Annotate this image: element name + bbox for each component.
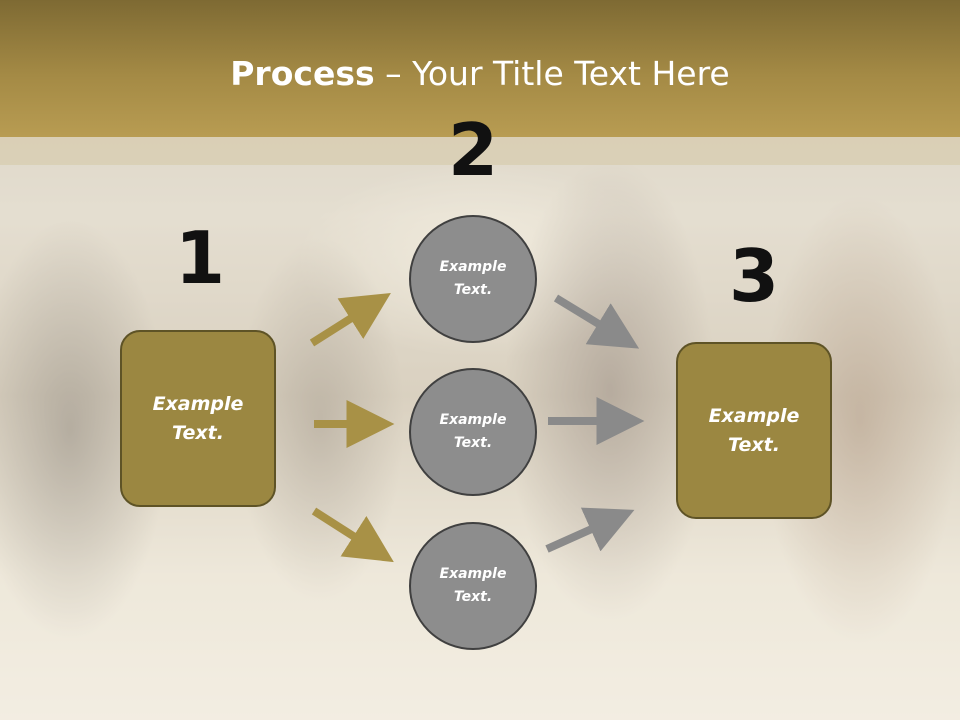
step-number-1: 1 <box>174 216 226 300</box>
slide-title-bold: Process <box>230 54 375 93</box>
circle-node-top-label: Example Text. <box>439 259 507 298</box>
arrow-left-to-top <box>309 293 391 347</box>
circle-node-top[interactable]: Example Text. <box>409 215 537 343</box>
right-process-box[interactable]: Example Text. <box>676 342 832 519</box>
arrow-left-to-bottom <box>311 507 394 563</box>
title-bar <box>0 0 960 137</box>
circle-node-bottom[interactable]: Example Text. <box>409 522 537 650</box>
left-process-box-label: Example Text. <box>152 392 244 444</box>
circle-node-middle-label: Example Text. <box>439 412 507 451</box>
title-bar-shadow <box>0 137 960 165</box>
circle-node-middle[interactable]: Example Text. <box>409 368 537 496</box>
step-number-2: 2 <box>447 108 499 192</box>
right-process-box-label: Example Text. <box>708 404 800 456</box>
left-process-box[interactable]: Example Text. <box>120 330 276 507</box>
slide-title-rest: – Your Title Text Here <box>374 54 730 93</box>
circle-node-bottom-label: Example Text. <box>439 566 507 605</box>
slide-title[interactable]: Process – Your Title Text Here <box>0 52 960 96</box>
arrow-top-to-right <box>553 294 640 349</box>
step-number-3: 3 <box>728 234 780 318</box>
arrow-bottom-to-right <box>545 507 635 553</box>
